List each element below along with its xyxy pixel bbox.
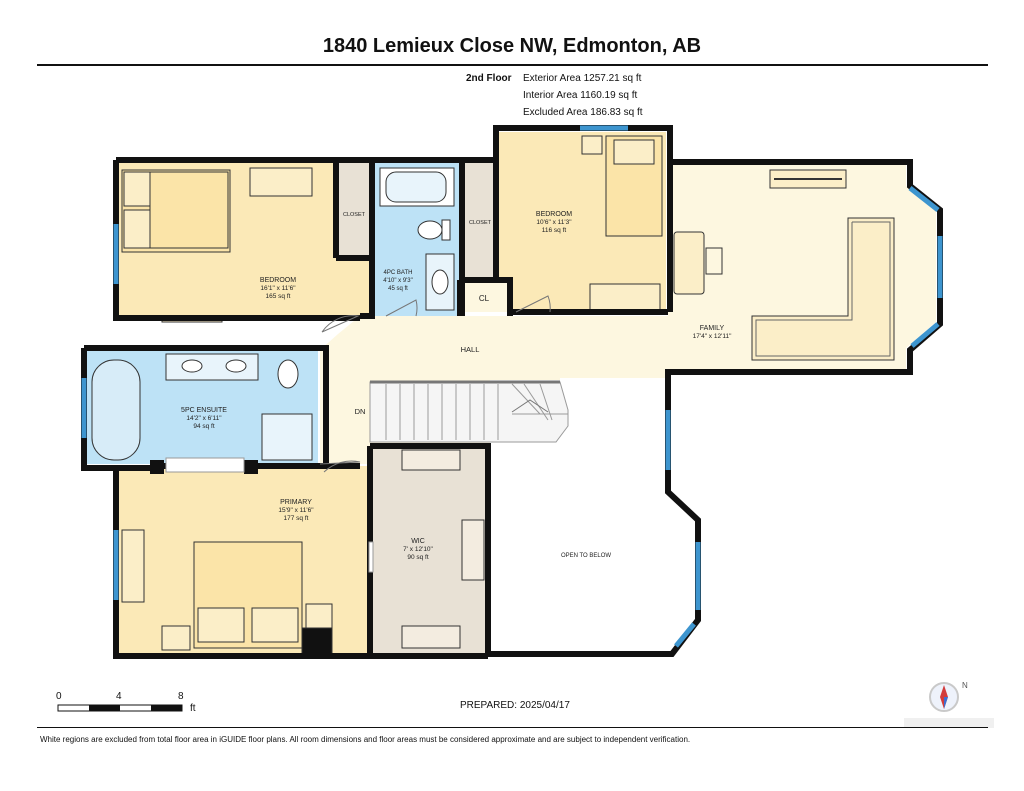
closet1-name: CLOSET <box>343 212 366 218</box>
sectional-sofa <box>751 217 895 361</box>
wall-stub2 <box>244 460 258 474</box>
toilet-ensuite <box>277 359 299 389</box>
hall-name: HALL <box>461 345 480 354</box>
room-labels: BEDROOM 16'1" x 11'6" 165 sq ft CLOSET 4… <box>181 211 732 561</box>
ensuite-area-text: 94 sq ft <box>193 423 215 430</box>
wall-stub1 <box>150 460 164 474</box>
wic-shelf-right <box>461 519 485 581</box>
closet1-area <box>336 162 370 258</box>
scale-unit: ft <box>190 703 196 714</box>
exterior-area: Exterior Area 1257.21 sq ft <box>523 73 642 84</box>
family-name: FAMILY <box>700 325 725 332</box>
nightstand-primary1 <box>161 625 191 651</box>
windows <box>81 125 943 648</box>
wic-shelf-bottom <box>401 625 461 649</box>
scale-bar <box>57 704 183 712</box>
closet2-name: CLOSET <box>469 220 492 226</box>
stairs-label: DN <box>355 407 366 416</box>
disclaimer: White regions are excluded from total fl… <box>40 735 691 744</box>
stairs-area <box>320 444 372 464</box>
bath-name: 4PC BATH <box>384 270 413 276</box>
wic-area-text: 90 sq ft <box>407 554 429 561</box>
wic-name: WIC <box>411 538 425 545</box>
bedroom1-area-text: 165 sq ft <box>266 293 291 300</box>
dresser-bedroom2 <box>589 283 661 311</box>
bedroom2-dims: 10'6" x 11'3" <box>536 219 572 226</box>
cl-area <box>462 282 508 312</box>
closet2-area <box>464 162 496 278</box>
plan-title: 1840 Lemieux Close NW, Edmonton, AB <box>322 35 702 57</box>
bedroom2-name: BEDROOM <box>536 211 572 218</box>
bedroom2-area-text: 116 sq ft <box>542 227 567 234</box>
nightstand-bedroom2 <box>581 135 603 155</box>
open-to-below-area <box>490 380 698 652</box>
floor-label: 2nd Floor <box>466 73 512 84</box>
title-rule <box>37 64 988 66</box>
primary-dims: 15'9" x 11'6" <box>278 507 314 514</box>
compass-letter: N <box>962 681 968 690</box>
scale-tick-0: 0 <box>56 691 62 702</box>
compass-icon: N <box>904 681 994 728</box>
desk-family <box>673 231 705 295</box>
primary-area-text: 177 sq ft <box>284 515 309 522</box>
footer-rule <box>37 727 988 728</box>
open-to-below-label: OPEN TO BELOW <box>561 553 611 559</box>
nightstand-primary2 <box>305 603 333 629</box>
staircase <box>369 380 569 443</box>
walls <box>81 125 943 659</box>
scale-tick-4: 4 <box>116 691 122 702</box>
wic-dims: 7' x 12'10" <box>403 546 433 553</box>
interior-area: Interior Area 1160.19 sq ft <box>523 90 638 101</box>
fixtures <box>91 135 895 657</box>
wic-shelf-top <box>401 449 461 471</box>
toilet-bath <box>417 220 443 240</box>
prepared-date: PREPARED: 2025/04/17 <box>460 700 570 711</box>
dresser-bedroom1 <box>249 167 313 197</box>
ensuite-dims: 14'2" x 6'11" <box>186 415 222 422</box>
cl-name: CL <box>479 294 490 303</box>
bath-area-text: 45 sq ft <box>388 286 408 292</box>
scale-tick-8: 8 <box>178 691 184 702</box>
shower <box>261 413 313 461</box>
doors <box>165 295 551 573</box>
chair-family <box>705 247 723 275</box>
bedroom1-dims: 16'1" x 11'6" <box>260 285 296 292</box>
bathtub-ensuite <box>91 359 141 461</box>
family-dims: 17'4" x 12'11" <box>693 333 732 340</box>
dresser-primary <box>121 529 145 603</box>
excluded-area: Excluded Area 186.83 sq ft <box>523 107 643 118</box>
bath-dims: 4'10" x 9'3" <box>383 278 413 284</box>
bedroom1-name: BEDROOM <box>260 277 296 284</box>
primary-name: PRIMARY <box>280 499 312 506</box>
ensuite-name: 5PC ENSUITE <box>181 407 227 414</box>
